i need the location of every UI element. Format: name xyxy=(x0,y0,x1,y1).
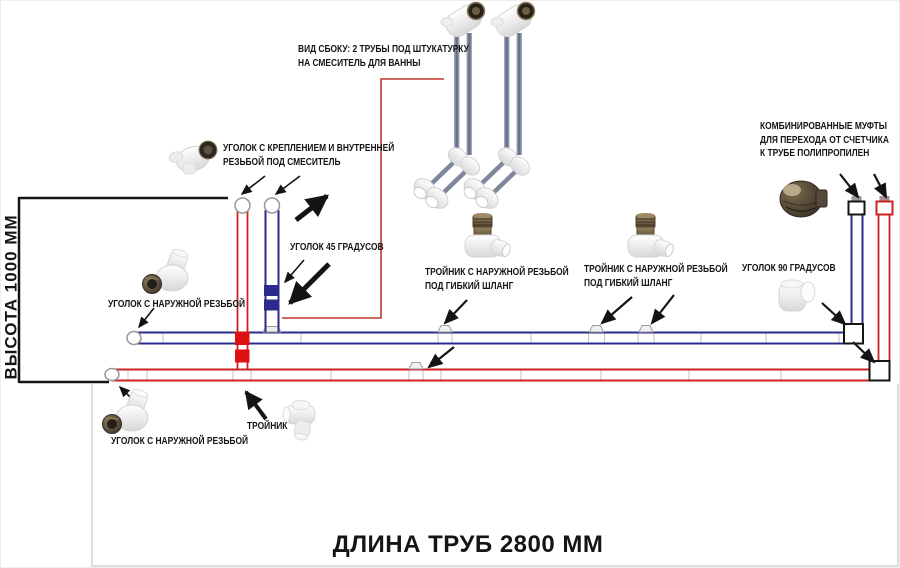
cold-riser-right xyxy=(843,196,866,345)
photo-tee-flex-2 xyxy=(627,212,676,259)
mixer-cold-riser xyxy=(263,197,281,332)
cold-pipe-horizontal xyxy=(126,325,862,346)
label-line: ПОД ГИБКИЙ ШЛАНГ xyxy=(584,276,673,289)
tee-stub xyxy=(262,325,654,333)
label-tee-flex-1: ТРОЙНИК С НАРУЖНОЙ РЕЗЬБОЙ ПОД ГИБКИЙ ШЛ… xyxy=(425,266,569,293)
label-elbow-ext-thread-bottom: УГОЛОК С НАРУЖНОЙ РЕЗЬБОЙ xyxy=(111,435,248,449)
label-line: КОМБИНИРОВАННЫЕ МУФТЫ xyxy=(760,120,887,132)
photo-white-elbow-90 xyxy=(778,279,816,312)
photo-elbow-ext-thread-bottom xyxy=(101,386,150,435)
label-line: ТРОЙНИК С НАРУЖНОЙ РЕЗЬБОЙ xyxy=(584,263,728,275)
label-tee-flex-2: ТРОЙНИК С НАРУЖНОЙ РЕЗЬБОЙ ПОД ГИБКИЙ ШЛ… xyxy=(584,263,728,290)
label-combined-couplings: КОМБИНИРОВАННЫЕ МУФТЫ ДЛЯ ПЕРЕХОДА ОТ СЧ… xyxy=(760,120,889,161)
hot-riser-right xyxy=(868,196,894,382)
tee-stub xyxy=(408,362,424,370)
photo-elbow-ext-thread-top xyxy=(141,246,190,295)
label-line: ВИД СБОКУ: 2 ТРУБЫ ПОД ШТУКАТУРКУ xyxy=(298,43,469,55)
label-line: ТРОЙНИК С НАРУЖНОЙ РЕЗЬБОЙ xyxy=(425,266,569,278)
cold-pipe-end-cap xyxy=(126,330,142,346)
label-mount-elbow: УГОЛОК С КРЕПЛЕНИЕМ И ВНУТРЕННЕЙ РЕЗЬБОЙ… xyxy=(223,142,394,169)
label-line: УГОЛОК 45 ГРАДУСОВ xyxy=(290,241,384,253)
label-line: НА СМЕСИТЕЛЬ ДЛЯ ВАННЫ xyxy=(298,56,421,69)
photo-tee-flex-1 xyxy=(464,212,513,259)
hot-pipe-end-cap xyxy=(104,367,120,382)
label-elbow-90: УГОЛОК 90 ГРАДУСОВ xyxy=(742,262,836,276)
label-height: ВЫСОТА 1000 ММ xyxy=(1,214,21,380)
label-tee: ТРОЙНИК xyxy=(247,420,287,434)
label-line: К ТРУБЕ ПОЛИПРОПИЛЕН xyxy=(760,147,870,159)
label-line: УГОЛОК С КРЕПЛЕНИЕМ И ВНУТРЕННЕЙ xyxy=(223,142,395,154)
label-line: УГОЛОК 90 ГРАДУСОВ xyxy=(742,262,836,274)
photo-white-tee xyxy=(282,400,316,441)
label-line: РЕЗЬБОЙ ПОД СМЕСИТЕЛЬ xyxy=(223,155,341,168)
label-line: ПОД ГИБКИЙ ШЛАНГ xyxy=(425,279,514,292)
label-line: ТРОЙНИК xyxy=(247,420,288,432)
label-line: УГОЛОК С НАРУЖНОЙ РЕЗЬБОЙ xyxy=(108,298,246,310)
label-elbow-ext-thread-top: УГОЛОК С НАРУЖНОЙ РЕЗЬБОЙ xyxy=(108,298,245,312)
height-dimension-bracket xyxy=(17,196,228,384)
label-side-view: ВИД СБОКУ: 2 ТРУБЫ ПОД ШТУКАТУРКУ НА СМЕ… xyxy=(298,43,469,70)
photo-mount-elbow xyxy=(168,140,218,175)
mixer-hot-riser xyxy=(234,197,251,369)
photo-brass-coupling xyxy=(779,180,828,218)
label-line: ДЛЯ ПЕРЕХОДА ОТ СЧЕТЧИКА xyxy=(760,133,889,146)
elbow-90-symbol-hot xyxy=(868,360,891,382)
elbow-90-symbol-cold xyxy=(843,323,864,345)
label-elbow-45: УГОЛОК 45 ГРАДУСОВ xyxy=(290,241,384,255)
label-length: ДЛИНА ТРУБ 2800 ММ xyxy=(332,531,604,558)
callout-arrows xyxy=(118,173,888,421)
side-view-pointer-line xyxy=(282,78,444,319)
label-line: УГОЛОК С НАРУЖНОЙ РЕЗЬБОЙ xyxy=(111,435,249,447)
length-dimension-box xyxy=(91,384,899,567)
hot-pipe-horizontal xyxy=(104,362,890,382)
